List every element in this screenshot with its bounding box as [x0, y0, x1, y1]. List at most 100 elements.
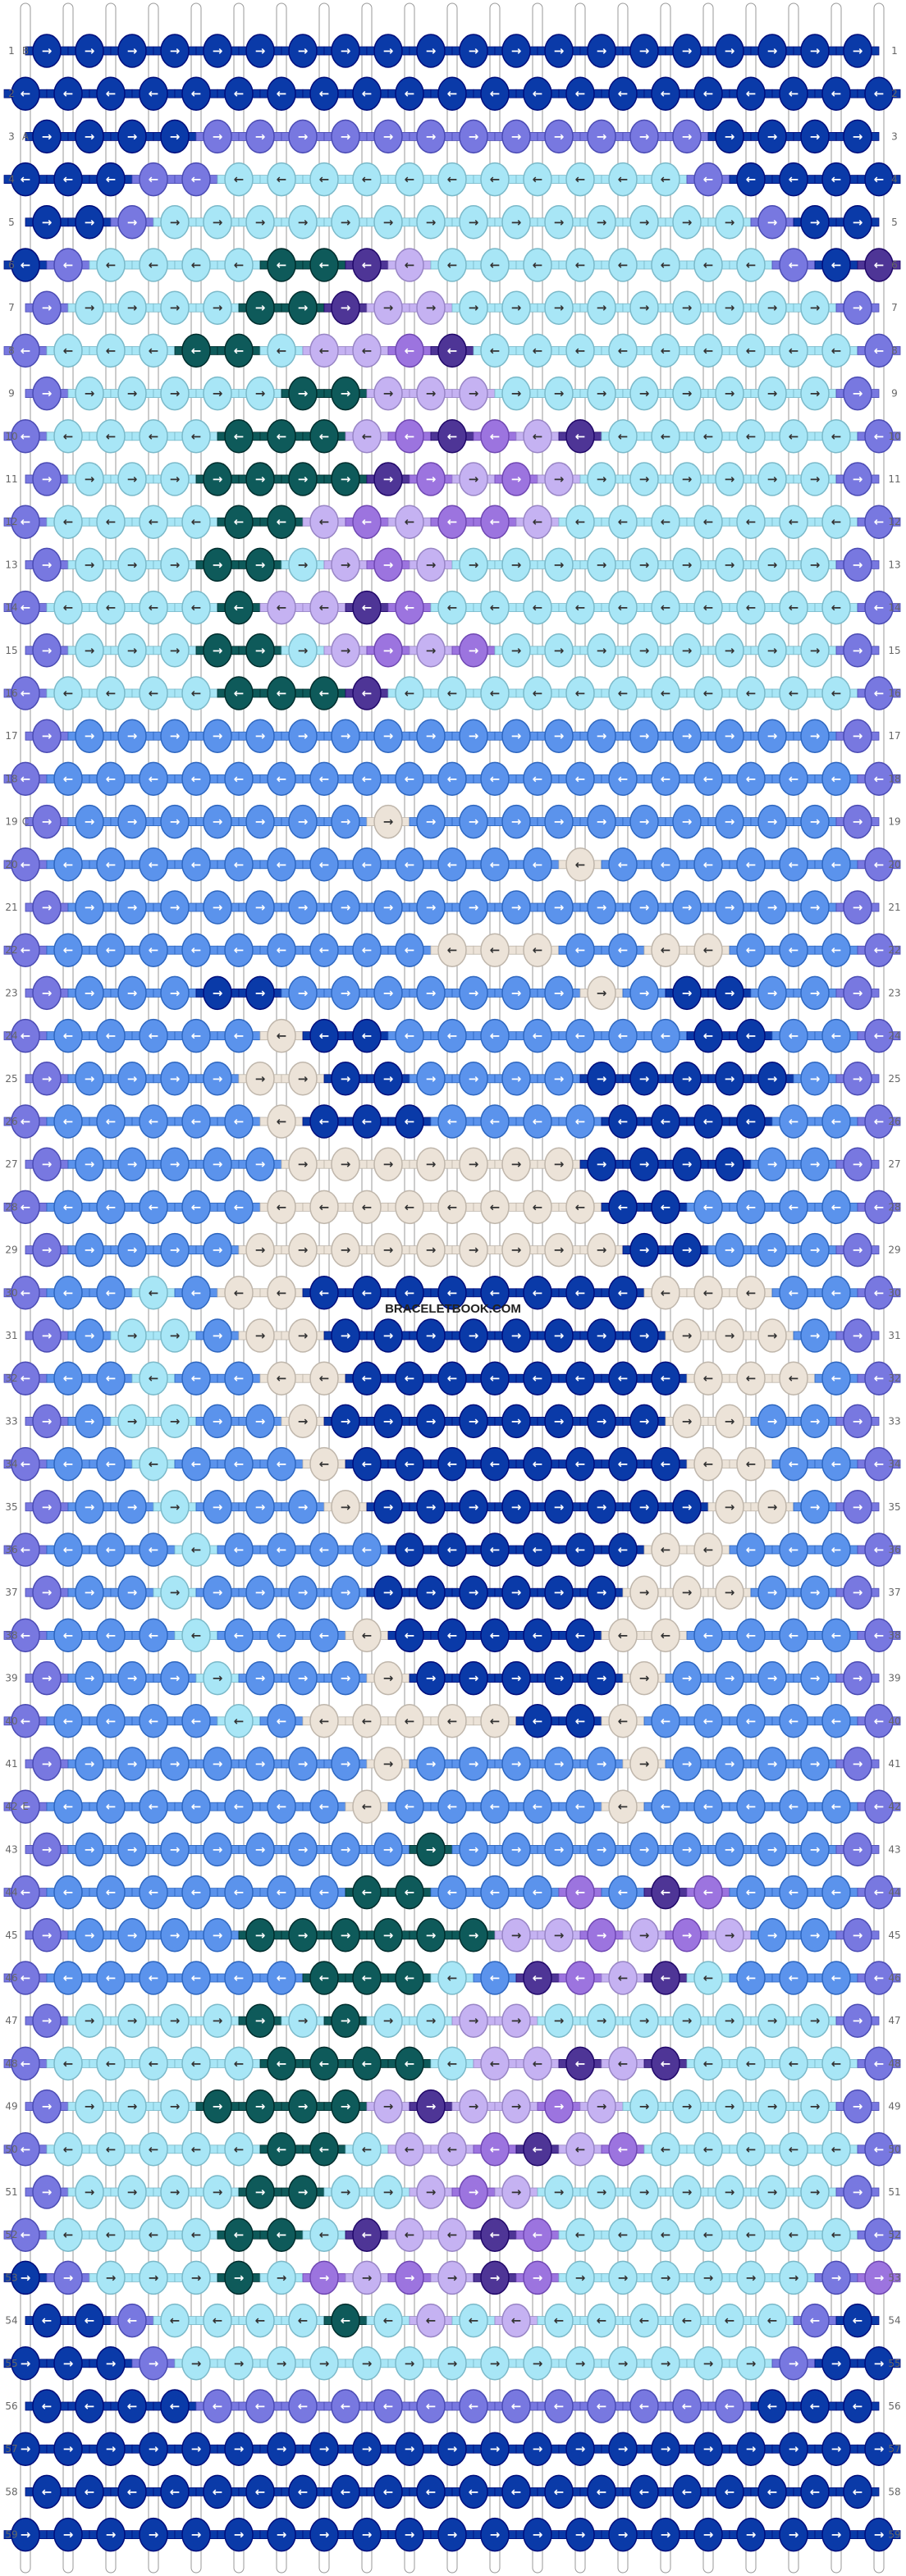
knot[interactable]: [53, 162, 83, 197]
knot[interactable]: [629, 290, 659, 325]
knot[interactable]: [309, 76, 339, 111]
knot[interactable]: [459, 205, 488, 240]
knot[interactable]: [565, 248, 595, 282]
knot[interactable]: [309, 333, 339, 368]
knot[interactable]: [800, 119, 830, 154]
knot[interactable]: [224, 248, 254, 282]
knot[interactable]: [544, 34, 574, 68]
knot[interactable]: [11, 162, 40, 197]
knot[interactable]: [224, 333, 254, 368]
knot[interactable]: [331, 290, 360, 325]
knot[interactable]: [160, 205, 190, 240]
knot[interactable]: [395, 333, 424, 368]
knot[interactable]: [608, 76, 638, 111]
knot[interactable]: [331, 34, 360, 68]
knot[interactable]: [800, 290, 830, 325]
knot[interactable]: [32, 290, 62, 325]
knot[interactable]: [309, 248, 339, 282]
knot[interactable]: [501, 34, 531, 68]
knot[interactable]: [160, 290, 190, 325]
knot[interactable]: [75, 205, 104, 240]
knot[interactable]: [267, 76, 296, 111]
knot[interactable]: [693, 248, 723, 282]
knot[interactable]: [693, 76, 723, 111]
knot[interactable]: [352, 248, 382, 282]
knot[interactable]: [608, 162, 638, 197]
knot[interactable]: [53, 248, 83, 282]
knot[interactable]: [352, 76, 382, 111]
knot[interactable]: [32, 119, 62, 154]
knot[interactable]: [843, 119, 872, 154]
knot[interactable]: [117, 34, 147, 68]
knot[interactable]: [480, 76, 510, 111]
knot[interactable]: [437, 76, 467, 111]
knot[interactable]: [757, 119, 787, 154]
knot[interactable]: [523, 162, 552, 197]
knot[interactable]: [587, 290, 616, 325]
knot[interactable]: [672, 205, 702, 240]
knot[interactable]: [715, 205, 744, 240]
knot[interactable]: [459, 119, 488, 154]
knot[interactable]: [181, 248, 211, 282]
knot[interactable]: [117, 119, 147, 154]
knot[interactable]: [501, 290, 531, 325]
knot[interactable]: [32, 34, 62, 68]
knot[interactable]: [96, 333, 126, 368]
knot[interactable]: [715, 34, 744, 68]
knot[interactable]: [373, 290, 403, 325]
knot[interactable]: [480, 162, 510, 197]
knot[interactable]: [331, 119, 360, 154]
knot[interactable]: [864, 76, 894, 111]
knot[interactable]: [480, 333, 510, 368]
knot[interactable]: [331, 205, 360, 240]
knot[interactable]: [629, 119, 659, 154]
knot[interactable]: [395, 76, 424, 111]
knot[interactable]: [736, 248, 766, 282]
knot[interactable]: [203, 34, 232, 68]
knot[interactable]: [75, 34, 104, 68]
knot[interactable]: [736, 162, 766, 197]
knot[interactable]: [245, 119, 275, 154]
knot[interactable]: [53, 333, 83, 368]
knot[interactable]: [267, 248, 296, 282]
knot[interactable]: [352, 162, 382, 197]
knot[interactable]: [245, 290, 275, 325]
knot[interactable]: [651, 333, 680, 368]
knot[interactable]: [715, 119, 744, 154]
knot[interactable]: [437, 248, 467, 282]
knot[interactable]: [800, 205, 830, 240]
knot[interactable]: [203, 119, 232, 154]
knot[interactable]: [416, 34, 446, 68]
knot[interactable]: [864, 248, 894, 282]
knot[interactable]: [843, 290, 872, 325]
knot[interactable]: [395, 248, 424, 282]
knot[interactable]: [32, 205, 62, 240]
knot[interactable]: [693, 162, 723, 197]
knot[interactable]: [757, 290, 787, 325]
knot[interactable]: [203, 205, 232, 240]
knot[interactable]: [843, 34, 872, 68]
knot[interactable]: [821, 76, 851, 111]
knot[interactable]: [437, 333, 467, 368]
knot[interactable]: [651, 76, 680, 111]
knot[interactable]: [117, 205, 147, 240]
knot[interactable]: [11, 333, 40, 368]
knot[interactable]: [672, 34, 702, 68]
knot[interactable]: [523, 76, 552, 111]
knot[interactable]: [96, 76, 126, 111]
knot[interactable]: [373, 34, 403, 68]
knot[interactable]: [864, 162, 894, 197]
knot[interactable]: [821, 248, 851, 282]
knot[interactable]: [203, 290, 232, 325]
knot[interactable]: [800, 34, 830, 68]
knot[interactable]: [587, 119, 616, 154]
knot[interactable]: [565, 76, 595, 111]
knot[interactable]: [75, 119, 104, 154]
knot[interactable]: [565, 333, 595, 368]
knot[interactable]: [821, 162, 851, 197]
knot[interactable]: [288, 119, 318, 154]
knot[interactable]: [416, 205, 446, 240]
knot[interactable]: [416, 290, 446, 325]
knot[interactable]: [160, 34, 190, 68]
knot[interactable]: [53, 76, 83, 111]
